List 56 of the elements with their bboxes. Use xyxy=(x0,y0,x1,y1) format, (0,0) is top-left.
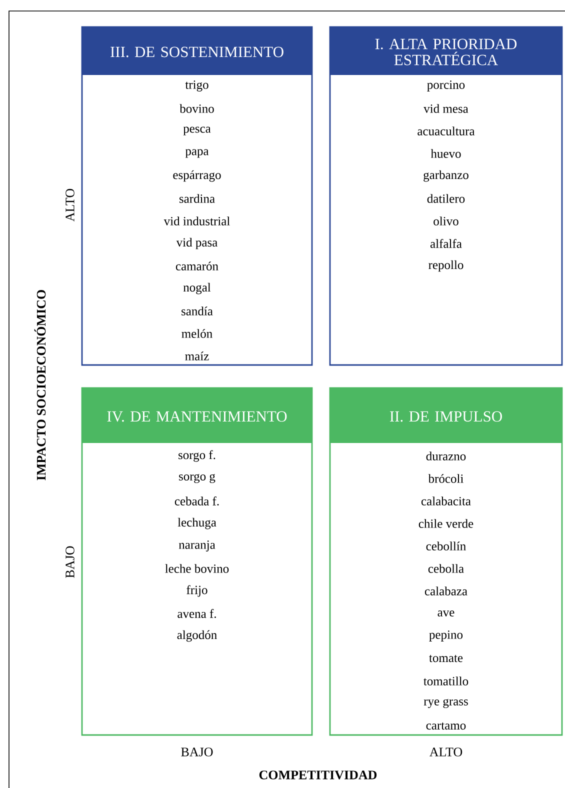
list-item: ave xyxy=(438,610,454,617)
list-item: olivo xyxy=(434,216,458,226)
list-item: cartamo xyxy=(426,722,466,730)
axis-title: COMPETITIVIDAD xyxy=(259,770,377,780)
list-item: vid mesa xyxy=(424,104,468,113)
list-item: lechuga xyxy=(178,518,216,530)
quadrant-box xyxy=(329,26,563,366)
list-item: nogal xyxy=(183,282,211,294)
quadrant-box xyxy=(81,387,313,736)
list-item: algodón xyxy=(177,630,217,642)
list-item: vid pasa xyxy=(176,238,218,250)
list-item: avena f. xyxy=(178,609,216,618)
header-bar: I. ALTA PRIORIDAD ESTRATÉGICA xyxy=(330,27,562,76)
list-item: frijo xyxy=(186,585,208,597)
list-item: espárrago xyxy=(173,170,221,182)
list-item: tomatillo xyxy=(424,676,468,686)
header-bar: IV. DE MANTENIMIENTO xyxy=(82,388,312,443)
quadrant-box xyxy=(81,26,313,366)
list-item: cebolla xyxy=(428,564,464,573)
list-item: camarón xyxy=(176,262,218,270)
list-item: leche bovino xyxy=(165,564,229,573)
list-item: cebada f. xyxy=(174,496,219,506)
list-item: trigo xyxy=(185,80,208,92)
list-item: huevo xyxy=(430,149,461,158)
list-item: pesca xyxy=(183,126,211,136)
list-item: calabacita xyxy=(421,496,471,506)
list-item: tomate xyxy=(429,654,463,662)
list-item: repollo xyxy=(428,260,464,272)
list-item: sorgo g xyxy=(179,474,216,484)
list-item: sorgo f. xyxy=(178,450,216,462)
list-item: melón xyxy=(182,329,212,338)
list-item: sandía xyxy=(182,306,213,316)
list-item: cebollín xyxy=(426,542,466,550)
axis-level-label: ALTO xyxy=(430,748,462,756)
list-item: brócoli xyxy=(428,474,464,483)
list-item: pepino xyxy=(429,630,463,642)
list-item: porcino xyxy=(427,80,465,92)
header-bar: III. DE SOSTENIMIENTO xyxy=(82,27,312,76)
list-item: naranja xyxy=(178,540,216,552)
list-item: garbanzo xyxy=(424,170,468,182)
list-item: alfalfa xyxy=(430,239,462,248)
list-item: datilero xyxy=(427,194,465,203)
list-item: chile verde xyxy=(418,519,474,528)
list-item: rye grass xyxy=(424,698,468,708)
list-item: sardina xyxy=(179,194,215,203)
header-bar: II. DE IMPULSO xyxy=(330,388,562,443)
list-item: durazno xyxy=(426,452,466,460)
axis-level-label: BAJO xyxy=(181,748,213,756)
list-item: acuacultura xyxy=(418,126,475,136)
axis-title: IMPACTO SOCIOECONÓMICO xyxy=(34,290,46,480)
list-item: bovino xyxy=(180,104,214,113)
list-item: maíz xyxy=(185,352,209,360)
list-item: papa xyxy=(185,149,209,158)
quadrant-box xyxy=(329,387,563,736)
list-item: calabaza xyxy=(424,586,468,596)
list-item: vid industrial xyxy=(164,216,230,226)
